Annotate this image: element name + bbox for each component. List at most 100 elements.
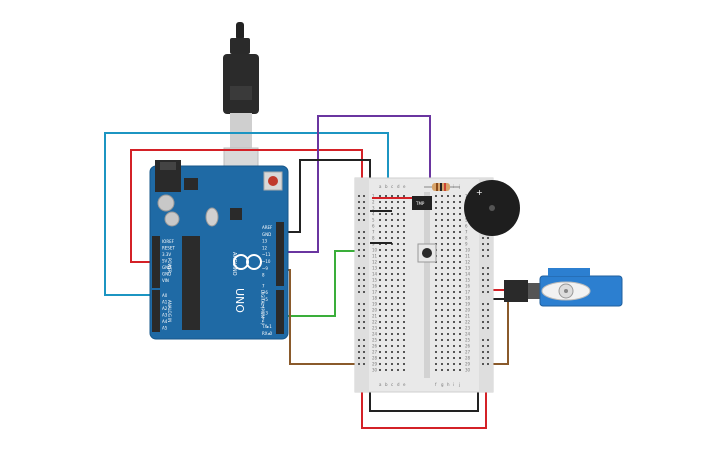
breadboard-hole [385, 297, 387, 299]
analog-label: ANALOG IN [167, 300, 172, 322]
rail-hole [363, 291, 365, 293]
breadboard-hole [441, 351, 443, 353]
breadboard-hole [397, 333, 399, 335]
power-header [152, 236, 160, 288]
breadboard-hole [391, 201, 393, 203]
row-number: 13 [372, 266, 378, 271]
breadboard-hole [397, 255, 399, 257]
row-number: 7 [465, 230, 468, 235]
arduino-logo [233, 254, 262, 270]
breadboard-hole [453, 267, 455, 269]
breadboard-hole [391, 339, 393, 341]
servo-motor[interactable] [504, 268, 623, 307]
breadboard-hole [453, 315, 455, 317]
breadboard-hole [397, 291, 399, 293]
breadboard-hole [441, 273, 443, 275]
row-number: 17 [465, 290, 471, 295]
breadboard-hole [385, 195, 387, 197]
breadboard-hole [447, 273, 449, 275]
row-number: 26 [465, 344, 471, 349]
analog-header [152, 290, 160, 332]
breadboard-hole [403, 279, 405, 281]
breadboard-hole [379, 279, 381, 281]
row-number: 30 [372, 368, 378, 373]
row-number: 28 [465, 356, 471, 361]
digital-pin-label: 12 [262, 245, 268, 250]
rail-hole [482, 291, 484, 293]
breadboard-hole [441, 237, 443, 239]
breadboard-hole [403, 261, 405, 263]
row-number: 1 [372, 194, 375, 199]
row-number: 6 [372, 224, 375, 229]
breadboard-hole [459, 315, 461, 317]
breadboard-hole [441, 267, 443, 269]
row-number: 12 [372, 260, 378, 265]
breadboard-hole [441, 255, 443, 257]
breadboard-hole [447, 327, 449, 329]
power-pin-label: GND [162, 265, 171, 270]
breadboard-hole [441, 201, 443, 203]
breadboard-hole [403, 249, 405, 251]
breadboard-hole [435, 219, 437, 221]
breadboard-hole [385, 261, 387, 263]
rail-hole [487, 273, 489, 275]
breadboard-hole [453, 357, 455, 359]
breadboard-hole [397, 195, 399, 197]
row-number: 26 [372, 344, 378, 349]
row-number: 28 [372, 356, 378, 361]
breadboard-hole [453, 273, 455, 275]
breadboard-hole [391, 345, 393, 347]
breadboard-hole [391, 333, 393, 335]
breadboard-hole [397, 201, 399, 203]
breadboard-hole [385, 201, 387, 203]
breadboard-hole [403, 243, 405, 245]
rail-hole [363, 267, 365, 269]
breadboard[interactable]: aabbccddeeffgghhiijj 1122334455667788991… [354, 177, 494, 393]
column-letter: e [403, 382, 406, 387]
rail-hole [358, 255, 360, 257]
breadboard-hole [441, 327, 443, 329]
row-number: 22 [465, 320, 471, 325]
breadboard-hole [379, 213, 381, 215]
rail-hole [363, 303, 365, 305]
arduino-uno-board[interactable]: ARDUINO UNO DIGITAL (PWM ~) POWER ANALOG… [149, 160, 289, 340]
power-pin-label: VIN [162, 278, 169, 283]
breadboard-hole [435, 333, 437, 335]
pushbutton[interactable] [417, 243, 437, 263]
rail-hole [363, 201, 365, 203]
rail-hole [487, 309, 489, 311]
breadboard-hole [391, 261, 393, 263]
digital-pin-label: TX▸1 [261, 324, 272, 329]
breadboard-hole [459, 273, 461, 275]
breadboard-hole [391, 369, 393, 371]
rail-hole [482, 321, 484, 323]
breadboard-hole [385, 273, 387, 275]
digital-pin-label: ~6 [262, 290, 268, 295]
breadboard-hole [453, 351, 455, 353]
power-pin-label: 5V [162, 259, 168, 264]
breadboard-hole [441, 333, 443, 335]
rail-hole [358, 291, 360, 293]
breadboard-hole [385, 231, 387, 233]
rail-hole [487, 267, 489, 269]
piezo-buzzer[interactable]: + [464, 180, 520, 236]
capacitor [157, 194, 175, 212]
row-number: 25 [465, 338, 471, 343]
rail-hole [363, 285, 365, 287]
breadboard-hole [385, 207, 387, 209]
rail-hole [487, 279, 489, 281]
row-number: 19 [372, 302, 378, 307]
breadboard-hole [453, 363, 455, 365]
breadboard-hole [403, 345, 405, 347]
breadboard-hole [441, 261, 443, 263]
red-wire-bottom [361, 385, 487, 429]
breadboard-holes [358, 195, 489, 371]
breadboard-hole [459, 261, 461, 263]
rail-hole [482, 309, 484, 311]
row-number: 17 [372, 290, 378, 295]
breadboard-hole [403, 309, 405, 311]
breadboard-hole [435, 279, 437, 281]
rail-hole [487, 303, 489, 305]
